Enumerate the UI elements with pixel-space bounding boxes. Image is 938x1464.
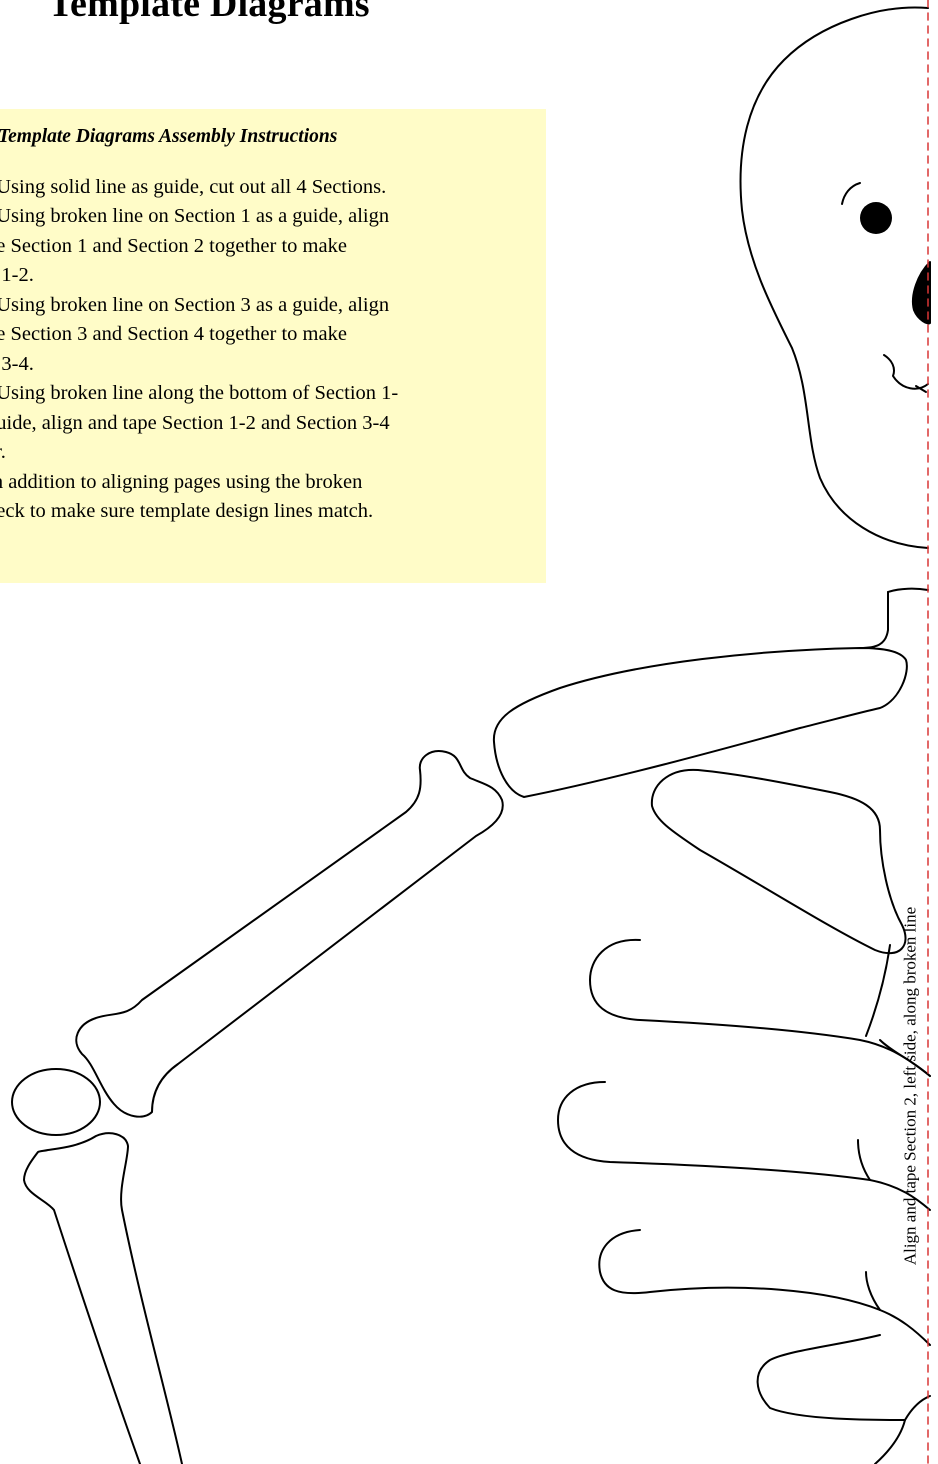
instruction-line: heck to make sure template design lines …: [0, 497, 546, 527]
nose-cavity: [913, 262, 930, 323]
rib-5: [758, 1335, 905, 1464]
instruction-line: guide, align and tape Section 1-2 and Se…: [0, 409, 546, 439]
instruction-line: . Using broken line on Section 3 as a gu…: [0, 291, 546, 321]
upper-arm-bone: [76, 751, 502, 1117]
eye-socket: [860, 202, 892, 234]
neck-top: [888, 589, 928, 592]
instruction-line: er.: [0, 438, 546, 468]
instruction-line: . Using broken line along the bottom of …: [0, 379, 546, 409]
instruction-line: pe Section 1 and Section 2 together to m…: [0, 232, 546, 262]
page-title: Template Diagrams: [48, 0, 370, 26]
mouth-tick: [916, 386, 926, 392]
instruction-line: n 1-2.: [0, 261, 546, 291]
instruction-line: pe Section 3 and Section 4 together to m…: [0, 320, 546, 350]
neck: [860, 592, 888, 648]
instruction-line: . Using broken line on Section 1 as a gu…: [0, 202, 546, 232]
elbow-joint: [12, 1069, 100, 1135]
instructions-box: Template Diagrams Assembly Instructions …: [0, 109, 546, 583]
side-alignment-label: Align and tape Section 2, left side, alo…: [902, 907, 919, 1265]
mouth-curve: [884, 355, 928, 389]
instructions-heading: Template Diagrams Assembly Instructions: [0, 127, 546, 147]
forearm-bone: [24, 1133, 182, 1464]
brow-mark: [842, 183, 860, 204]
collarbone: [494, 648, 907, 797]
instruction-line: In addition to aligning pages using the …: [0, 468, 546, 498]
rib-3: [558, 1082, 930, 1210]
rib-2: [590, 940, 930, 1076]
skull-outline: [741, 7, 928, 548]
instruction-line: . Using solid line as guide, cut out all…: [0, 173, 546, 203]
instruction-line: n 3-4.: [0, 350, 546, 380]
rib-1: [652, 770, 906, 953]
rib-4: [599, 1230, 930, 1345]
